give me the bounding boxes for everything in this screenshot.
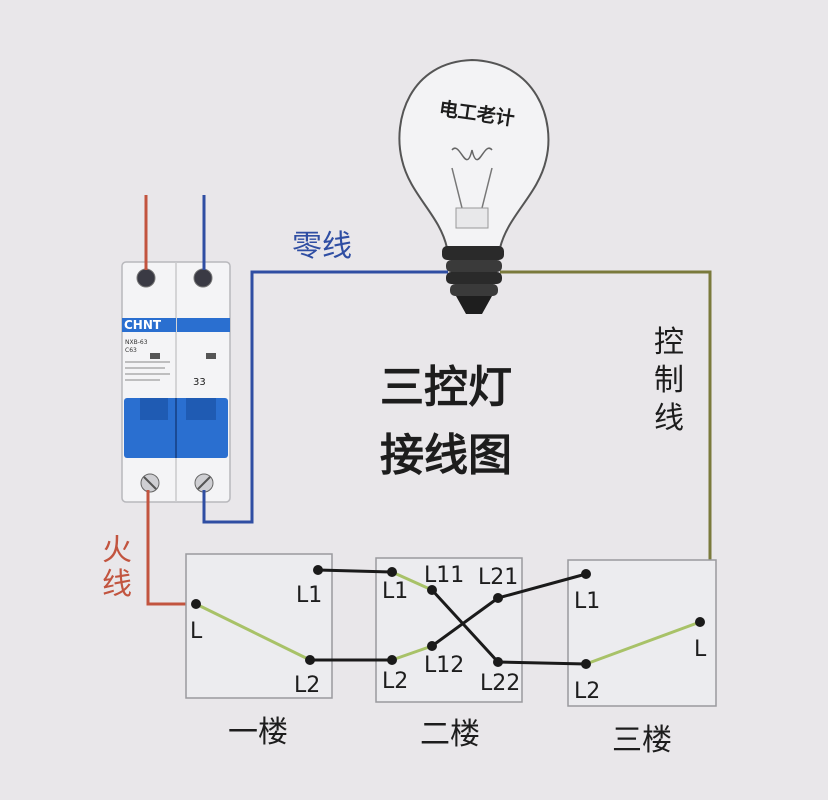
breaker-marking: 33 xyxy=(193,377,206,388)
live-label-char-2: 线 xyxy=(102,567,132,602)
s3-l-label: L xyxy=(694,637,707,662)
switch-2-link-l2 xyxy=(391,644,433,662)
floor-2-label: 二楼 xyxy=(420,717,480,752)
cross-wire-b xyxy=(431,596,499,648)
s2-l11-label: L11 xyxy=(424,563,464,588)
s1-l-label: L xyxy=(190,619,203,644)
s2-l2-label: L2 xyxy=(382,669,408,694)
title-line-1: 三控灯 xyxy=(380,362,512,413)
control-label-char-1: 控 xyxy=(654,325,684,360)
breaker-model: NXB-63 xyxy=(125,339,148,346)
light-bulb: 电工老计 xyxy=(398,58,550,314)
switch-1-link xyxy=(195,602,311,662)
s2-l12-label: L12 xyxy=(424,653,464,678)
s2-l22-label: L22 xyxy=(480,671,520,696)
breaker-top-screw-live xyxy=(136,268,156,288)
s1-l2-label: L2 xyxy=(294,673,320,698)
neutral-wire xyxy=(202,270,448,524)
neutral-label: 零线 xyxy=(292,229,352,264)
floor-3-label: 三楼 xyxy=(612,723,672,758)
switch-floor-3 xyxy=(567,559,717,707)
switch-3-link xyxy=(585,620,701,666)
s3-l2-label: L2 xyxy=(574,679,600,704)
cross-wire-a xyxy=(430,588,500,664)
jumper-top xyxy=(317,568,393,574)
breaker-brand-band xyxy=(122,318,176,332)
breaker-rating: C63 xyxy=(125,347,137,354)
control-label-char-3: 线 xyxy=(654,401,684,436)
jumper-right-top xyxy=(497,572,587,600)
switch-floor-2 xyxy=(375,557,523,703)
jumper-right-bottom xyxy=(497,660,587,666)
live-wire xyxy=(146,490,196,606)
switch-floor-1 xyxy=(185,553,333,699)
s2-l1-label: L1 xyxy=(382,579,408,604)
breaker-top-screw-neutral xyxy=(193,268,213,288)
s3-l1-label: L1 xyxy=(574,589,600,614)
terminals xyxy=(191,565,705,669)
circuit-breaker: CHNT NXB-63 C63 33 xyxy=(121,261,231,503)
title-line-2: 接线图 xyxy=(380,430,512,481)
floor-1-label: 一楼 xyxy=(228,715,288,750)
s1-l1-label: L1 xyxy=(296,583,322,608)
breaker-brand: CHNT xyxy=(124,318,162,332)
control-label-char-2: 制 xyxy=(654,363,684,398)
s2-l21-label: L21 xyxy=(478,565,518,590)
live-label-char-1: 火 xyxy=(102,533,132,568)
switch-2-link-l1 xyxy=(391,570,433,592)
